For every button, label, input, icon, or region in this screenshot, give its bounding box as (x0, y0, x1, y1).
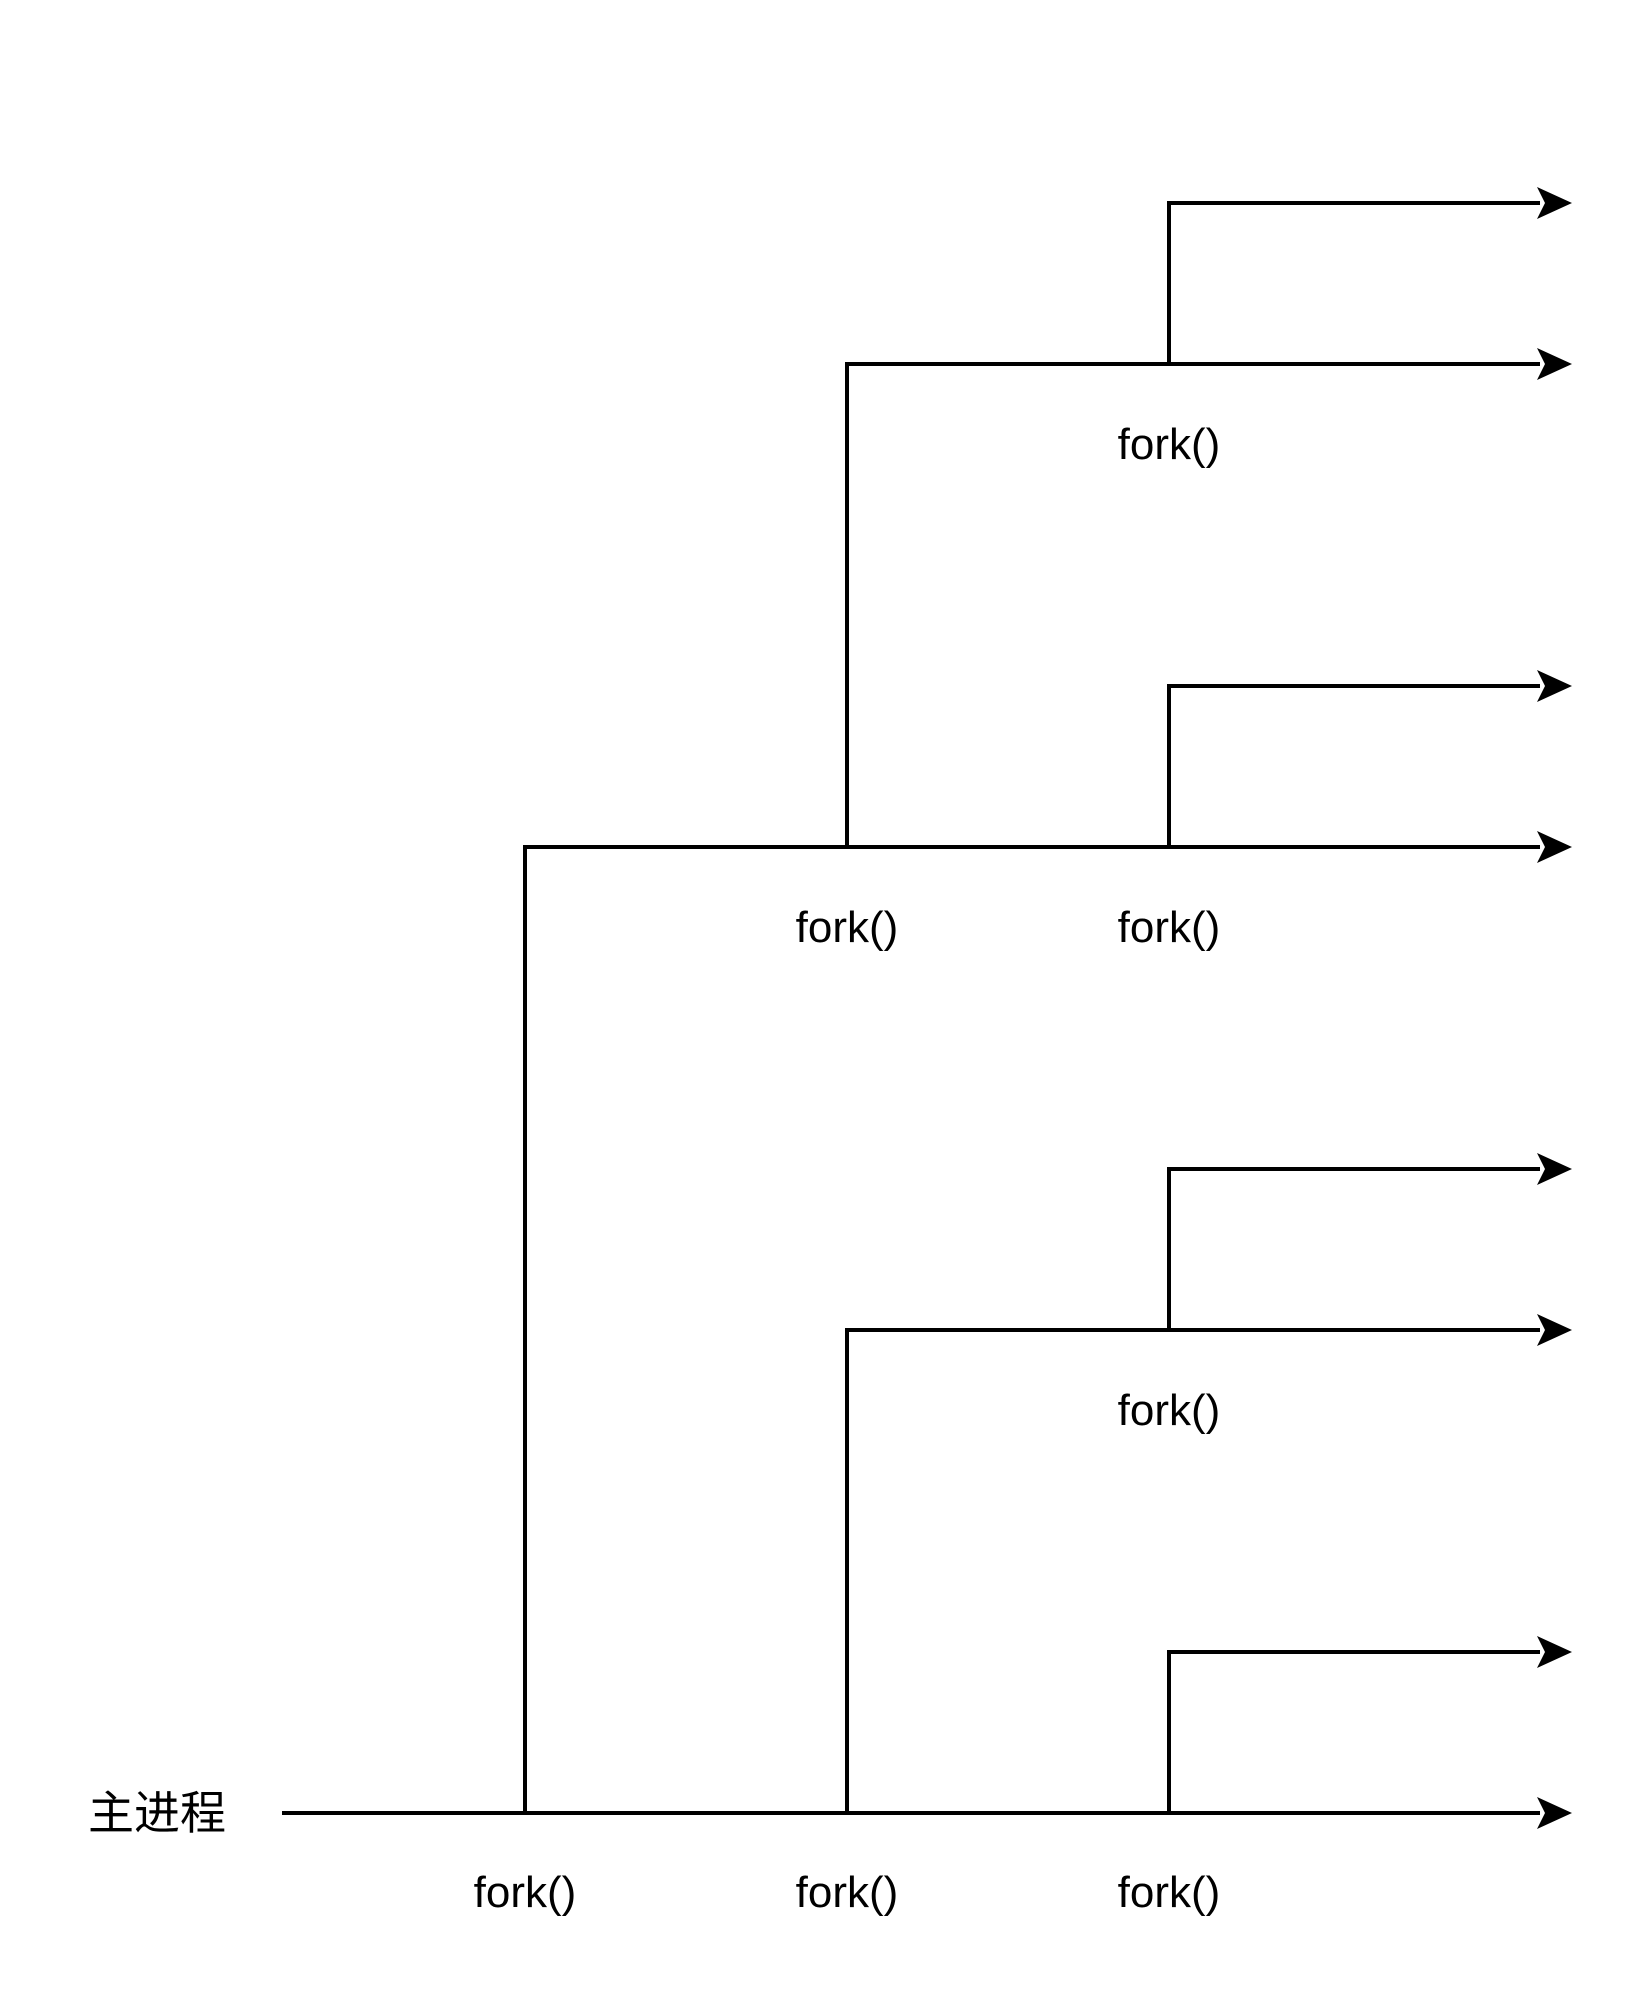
process-line (1167, 684, 1540, 847)
fork-label: fork() (1118, 903, 1221, 952)
process-line (523, 845, 1540, 1813)
fork-label: fork() (474, 1868, 577, 1917)
arrowhead-icon (1537, 831, 1572, 863)
process-lines (282, 187, 1572, 1829)
arrowhead-icon (1537, 1314, 1572, 1346)
arrowhead-icon (1537, 1797, 1572, 1829)
process-line (1167, 1167, 1540, 1330)
process-line (845, 362, 1540, 847)
fork-label: fork() (796, 1868, 899, 1917)
main-process-label: 主进程 (88, 1786, 226, 1840)
process-line (845, 1328, 1540, 1813)
arrowhead-icon (1537, 670, 1572, 702)
fork-label: fork() (1118, 420, 1221, 469)
fork-labels: fork() fork() fork() fork() fork() fork(… (474, 420, 1221, 1917)
fork-label: fork() (796, 903, 899, 952)
arrowhead-icon (1537, 1153, 1572, 1185)
arrowhead-icon (1537, 187, 1572, 219)
arrowhead-icon (1537, 1636, 1572, 1668)
process-line (1167, 201, 1540, 364)
fork-label: fork() (1118, 1868, 1221, 1917)
fork-label: fork() (1118, 1386, 1221, 1435)
arrowhead-icon (1537, 348, 1572, 380)
process-line (1167, 1650, 1540, 1813)
